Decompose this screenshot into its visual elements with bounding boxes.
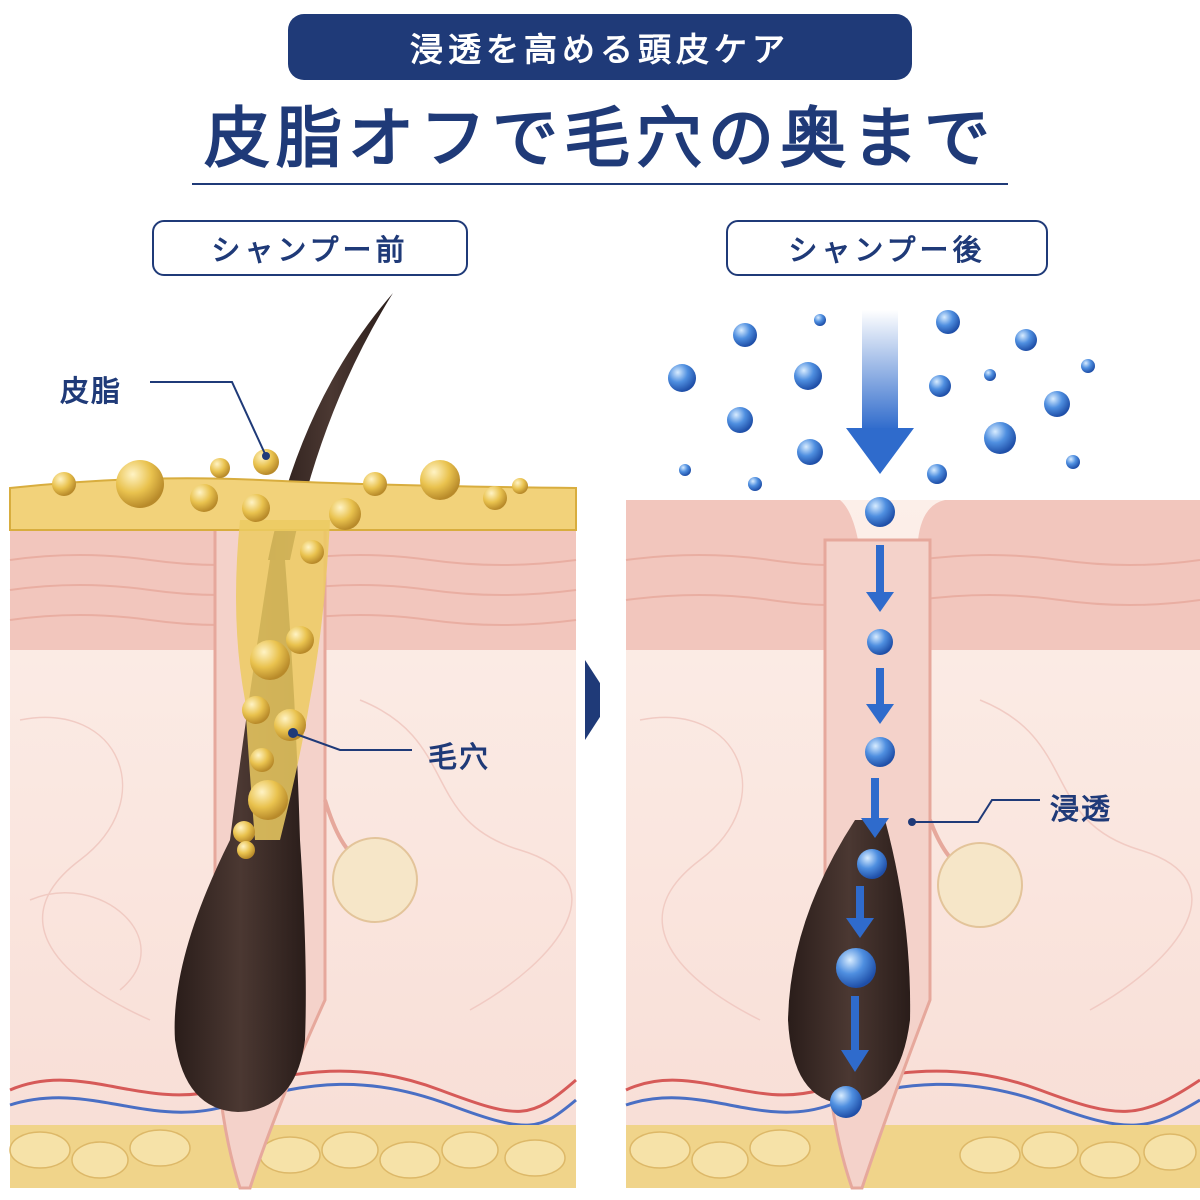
page-title: 皮脂オフで毛穴の奥まで	[204, 99, 996, 177]
after-skin-illustration	[625, 310, 1200, 1190]
before-skin-illustration	[9, 293, 600, 1190]
penetration-callout-line	[912, 799, 1040, 823]
dermis-fibers	[639, 699, 1193, 1021]
floating-droplets	[668, 310, 1095, 491]
sebaceous-gland	[332, 837, 418, 923]
blood-vessel-red	[9, 1069, 577, 1113]
blood-vessel-blue	[625, 1082, 1200, 1127]
dermis-fibers	[19, 699, 573, 1021]
blood-vessel-red	[625, 1069, 1200, 1113]
sebum-callout-line	[150, 381, 267, 457]
before-panel-label: シャンプー前	[152, 220, 468, 276]
after-panel-label: シャンプー後	[726, 220, 1048, 276]
blood-vessel-blue	[9, 1082, 577, 1127]
pore-label: 毛穴	[428, 740, 491, 774]
arrow-down-icon	[862, 310, 898, 430]
pore-callout-line	[292, 732, 412, 751]
flow-arrows	[841, 545, 894, 1072]
penetration-label: 浸透	[1050, 792, 1113, 826]
sebum-label: 皮脂	[60, 374, 123, 408]
header-banner: 浸透を高める頭皮ケア	[288, 14, 912, 80]
chevron-right-icon	[585, 660, 600, 740]
sebaceous-gland	[937, 842, 1023, 928]
penetrating-droplets	[830, 497, 895, 1118]
sebum-droplets	[52, 449, 528, 859]
title-divider	[192, 183, 1008, 185]
